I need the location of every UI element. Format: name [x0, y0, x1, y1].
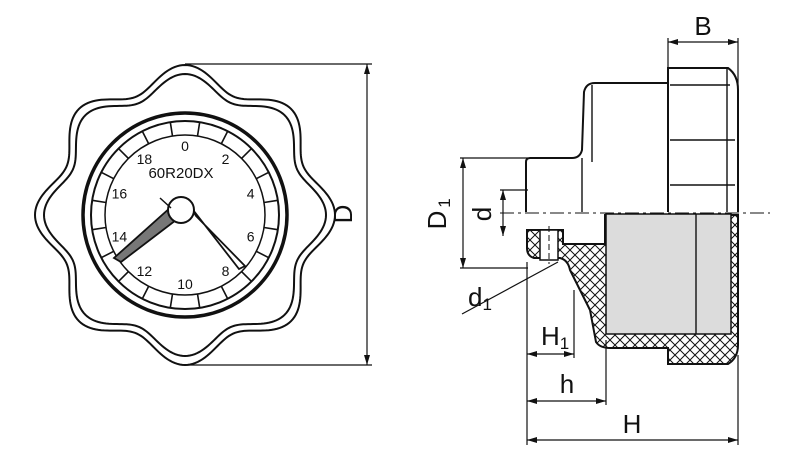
dial-number: 2 [222, 151, 230, 167]
dimension-arrow-D-top [364, 64, 370, 74]
dimension-arrow-B-left [668, 39, 678, 45]
dimension-arrow-B-right [728, 39, 738, 45]
dimension-arrow-d-top [500, 190, 506, 200]
front-view: 0 2 4 6 8 10 12 14 16 18 60R20DX D [33, 63, 372, 367]
dimension-label-D1-main: D [422, 211, 452, 230]
dial-outer-ring [81, 111, 289, 319]
dial-numbers: 0 2 4 6 8 10 12 14 16 18 [112, 138, 255, 292]
pointer-hub [167, 196, 195, 224]
dial-number: 4 [247, 186, 255, 202]
dimension-arrow-h-right [596, 398, 606, 404]
dimension-label-D1-sub: 1 [435, 198, 454, 207]
dimension-label-d1: d1 [468, 282, 492, 314]
dial-scale-ring-outer [90, 120, 280, 310]
side-view: B D 1 d d1 H1 [422, 11, 770, 445]
dial-number: 14 [112, 228, 128, 244]
dimension-label-H: H [623, 409, 642, 439]
dial-number: 6 [247, 228, 255, 244]
scale-tick [263, 226, 278, 231]
dimension-arrow-H1-right [564, 351, 574, 357]
dimension-label-d: d [467, 207, 497, 221]
bore-insert-gray [605, 213, 732, 335]
dimension-arrow-D-bottom [364, 355, 370, 365]
dimension-label-h: h [560, 369, 574, 399]
dimension-arrow-H1-left [527, 351, 537, 357]
knob-scalloped-inner-outline [42, 72, 328, 358]
dial-scale-ring-inner [104, 134, 266, 296]
scale-tick [141, 285, 150, 300]
dimension-arrow-h-left [527, 398, 537, 404]
dial-number: 10 [177, 276, 193, 292]
scale-tick [100, 250, 115, 259]
dial-number: 12 [137, 263, 153, 279]
dimension-label-D: D [328, 205, 358, 224]
scale-tick [141, 130, 150, 145]
scale-tick [220, 130, 229, 145]
scale-tick [255, 171, 270, 180]
scale-tick [169, 122, 174, 137]
pointer-hub-pin [159, 197, 172, 209]
dial-number: 16 [112, 186, 128, 202]
scale-tick [255, 250, 270, 259]
scale-tick [263, 199, 278, 204]
leader-line-d1 [461, 261, 559, 315]
dial-number: 18 [137, 151, 153, 167]
scale-tick [100, 171, 115, 180]
dimension-label-B: B [694, 11, 711, 41]
dimension-arrow-D1-top [460, 158, 466, 168]
scale-tick [92, 226, 107, 231]
scale-tick [196, 293, 201, 308]
scale-tick [117, 147, 129, 159]
scale-tick [92, 199, 107, 204]
scale-tick [220, 285, 229, 300]
model-code-label: 60R20DX [148, 165, 213, 182]
scale-tick [196, 122, 201, 137]
pointer-hand-right [189, 205, 247, 271]
dimension-label-H1: H1 [541, 321, 569, 353]
knob-body-upper-outline [525, 67, 739, 212]
scale-tick [241, 271, 253, 283]
dimension-label-D1: D 1 [422, 198, 454, 229]
dimension-arrow-D1-bottom [460, 258, 466, 268]
dimension-arrow-H-right [728, 437, 738, 443]
dimension-arrow-d-bottom [500, 226, 506, 236]
scale-tick [241, 147, 253, 159]
dial-scale-ticks [92, 122, 278, 308]
scale-tick [117, 271, 129, 283]
dial-number: 0 [181, 138, 189, 154]
dimension-arrow-H-left [527, 437, 537, 443]
dial-number: 8 [222, 263, 230, 279]
scale-tick [169, 293, 174, 308]
